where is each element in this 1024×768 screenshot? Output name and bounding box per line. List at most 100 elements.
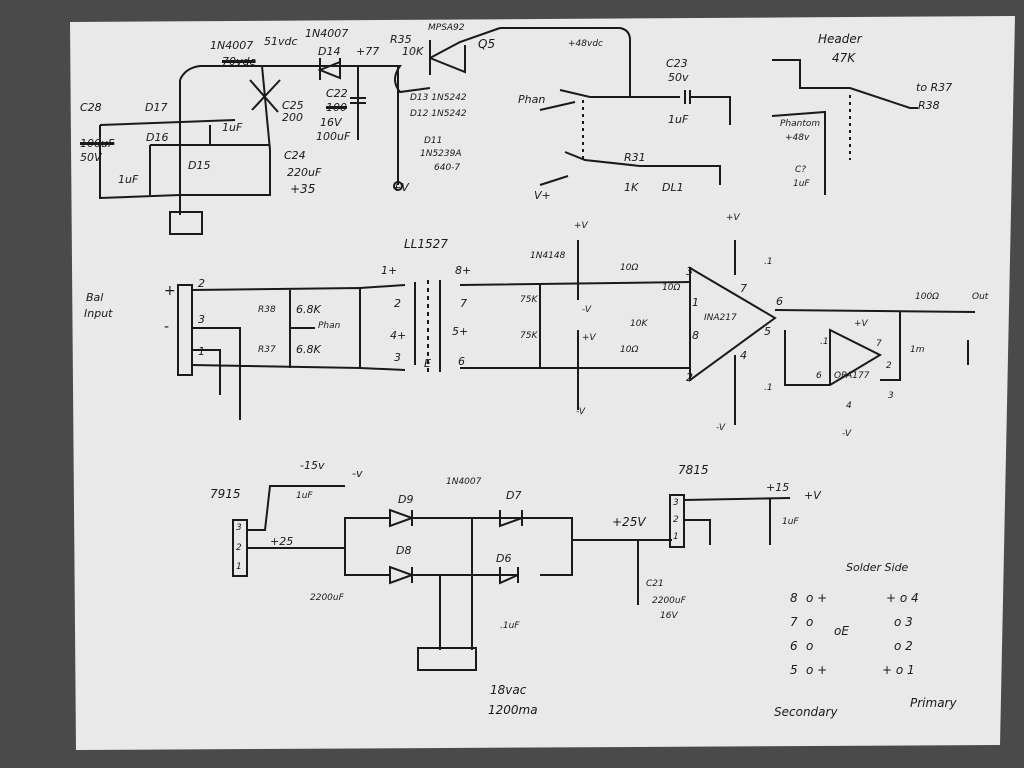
ina-pin: 1	[692, 296, 699, 309]
opa-pin: 7	[876, 339, 882, 349]
pos-voltage: +15	[766, 481, 790, 494]
pin-mark: o +	[806, 663, 828, 677]
clamp-v-minus: -V	[582, 305, 592, 315]
c22-label: C22	[326, 87, 348, 100]
c23-value: 1uF	[668, 113, 689, 126]
primary-pin: 4+	[390, 329, 407, 342]
pos-terminal: +V	[804, 489, 821, 502]
pos-reg-pin: 3	[673, 498, 679, 508]
c28-voltage: 50V	[80, 151, 102, 164]
d6-label: D6	[496, 552, 512, 565]
input-label-1: Bal	[86, 291, 104, 304]
opa-pin: 4	[846, 401, 852, 411]
cap-b-value: 1uF	[118, 173, 139, 186]
transformer-voltage: 18vac	[490, 683, 527, 697]
snubber-cap: .1uF	[500, 621, 520, 631]
q5-label: Q5	[478, 37, 496, 51]
primary-label: Primary	[910, 696, 957, 710]
pos-reg-pin: 1	[673, 532, 679, 542]
neg-reg-pin: 1	[236, 562, 242, 572]
phantom-voltage: +48v	[785, 133, 810, 143]
neg-bulk-cap: 2200uF	[310, 593, 344, 603]
pin-number: o 2	[894, 639, 913, 653]
v-plus-label: V+	[534, 189, 551, 202]
c24-label: C24	[284, 149, 306, 162]
pin-number: 6	[790, 639, 798, 653]
ina-pin: 3	[686, 265, 693, 278]
c23-voltage: 50v	[668, 71, 689, 84]
input-pin: 2	[198, 277, 205, 290]
clamp-bottom-v: -V	[576, 407, 586, 417]
input-resistor-2: 10Ω	[620, 345, 639, 355]
output-label: Out	[972, 292, 989, 302]
gain-pot: 10K	[630, 319, 648, 329]
gain-resistor: 10Ω	[662, 283, 681, 293]
clamp-v-plus: +V	[582, 333, 596, 343]
header-resistor: 47K	[832, 51, 856, 65]
phan-label: Phan	[518, 93, 546, 106]
pin-number: + o 1	[882, 663, 915, 677]
r35-label: R35	[390, 33, 412, 46]
r38-label: R38	[258, 305, 276, 315]
input-minus: -	[164, 319, 170, 335]
paper-sheet	[70, 16, 1015, 750]
pinout-title: Solder Side	[846, 561, 909, 574]
d17-label: D17	[145, 101, 168, 114]
pos-input-voltage: +25V	[612, 515, 646, 529]
phantom-cap-value: 1uF	[793, 179, 810, 189]
pin-mark: o	[806, 615, 814, 629]
pin-number: + o 4	[886, 591, 919, 605]
secondary-pin: 5+	[452, 325, 469, 338]
c24-voltage: +35	[290, 182, 316, 196]
transformer-label: LL1527	[404, 237, 448, 251]
neg-reg-pin: 2	[236, 543, 242, 553]
c23-label: C23	[666, 57, 688, 70]
feedback-cap: .1	[820, 337, 829, 347]
opa-v-minus: -V	[842, 429, 852, 439]
clamp-top-v: +V	[574, 221, 588, 231]
pin-number: 5	[790, 663, 798, 677]
d11-code: 640-7	[434, 163, 461, 173]
phantom-label: Phantom	[780, 119, 821, 129]
d17-part: 1N4007	[210, 39, 254, 52]
ina-pin: 8	[692, 329, 699, 342]
c25-label: C25	[282, 99, 304, 112]
load-resistor-2: 75K	[520, 331, 538, 341]
feedback-resistor: 1m	[910, 345, 925, 355]
pinout-row: 8 o + + o 4	[790, 592, 940, 616]
opa177-label: OPA177	[834, 371, 870, 381]
pos-regulator: 7815	[678, 463, 709, 477]
secondary-pin: 6	[458, 355, 465, 368]
primary-pin: 3	[394, 351, 401, 364]
pinout-row: 6 o o 2	[790, 640, 940, 664]
pos-reg-pin: 2	[673, 515, 679, 525]
neg-terminal: -v	[352, 467, 363, 480]
q5-part: MPSA92	[428, 23, 465, 33]
ina-pin: 7	[740, 282, 747, 295]
plus-v-terminal: +V	[392, 181, 409, 194]
d11-label: D11	[424, 136, 443, 146]
secondary-pin: 7	[460, 297, 467, 310]
rail-voltage: 51vdc	[264, 35, 298, 48]
ina217-label: INA217	[704, 313, 737, 323]
pin-center: oE	[834, 624, 849, 638]
load-resistor: 75K	[520, 295, 538, 305]
c21-voltage: 16V	[660, 611, 678, 621]
d16-label: D16	[146, 131, 169, 144]
phantom-cap-label: C?	[795, 165, 807, 175]
c22-value: 100uF	[316, 130, 351, 143]
input-pin: 3	[198, 313, 205, 326]
pinout-table: 8 o + + o 4 7 o oE o 3 6 o o 2 5 o + + o…	[790, 592, 940, 688]
primary-pin: E	[424, 357, 431, 370]
ina-pin: 4	[740, 349, 747, 362]
c21-label: C21	[646, 579, 664, 589]
c24-value: 220uF	[287, 166, 322, 179]
d14-part: 1N4007	[305, 27, 349, 40]
r35-value: 10K	[402, 45, 424, 58]
diode-part: 1N4148	[530, 251, 566, 261]
d13-label: D13 1N5242	[410, 93, 467, 103]
ina-v-minus: -V	[716, 423, 726, 433]
rectifier-part: 1N4007	[446, 477, 482, 487]
opa-pin: 6	[816, 371, 822, 381]
